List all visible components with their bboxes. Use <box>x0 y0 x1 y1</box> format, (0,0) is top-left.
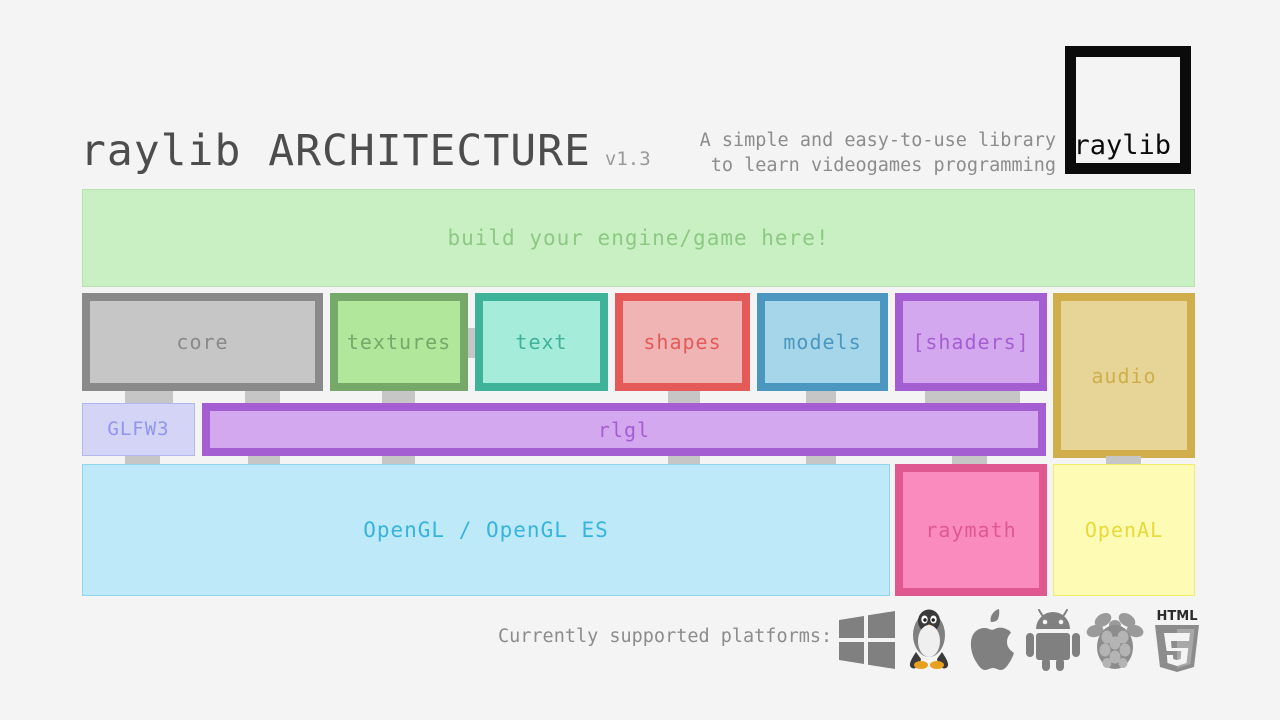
connector-tab <box>245 391 280 405</box>
block-openal-label: OpenAL <box>1084 518 1164 542</box>
version-label: v1.3 <box>604 148 651 170</box>
module-text: text <box>475 293 608 391</box>
connector-tab <box>925 391 1020 405</box>
module-models: models <box>757 293 888 391</box>
supported-platforms-label: Currently supported platforms: <box>498 626 833 647</box>
block-opengl: OpenGL / OpenGL ES <box>82 464 890 596</box>
banner-label: build your engine/game here! <box>447 225 830 250</box>
block-raymath: raymath <box>895 464 1047 596</box>
connector-tab <box>668 391 700 405</box>
module-shapes-label: shapes <box>643 330 722 354</box>
raylib-logo: raylib <box>1065 46 1191 174</box>
module-core-label: core <box>176 330 229 354</box>
raspberry-pi-icon <box>1084 604 1146 676</box>
module-text-label: text <box>515 330 568 354</box>
block-rlgl-label: rlgl <box>597 417 651 442</box>
block-opengl-label: OpenGL / OpenGL ES <box>363 517 609 542</box>
tagline: A simple and easy-to-use library to lear… <box>700 128 1056 178</box>
apple-icon <box>960 604 1022 676</box>
module-audio-label: audio <box>1091 363 1157 388</box>
module-shaders-label: [shaders] <box>912 330 1030 354</box>
module-core: core <box>82 293 323 391</box>
platform-icon-list: HTML <box>836 604 1208 676</box>
block-glfw3: GLFW3 <box>82 403 195 456</box>
html5-icon: HTML <box>1146 604 1208 676</box>
windows-icon <box>836 604 898 676</box>
logo-label: raylib <box>1073 130 1171 161</box>
build-your-engine-banner: build your engine/game here! <box>82 189 1195 287</box>
block-openal: OpenAL <box>1053 464 1195 596</box>
module-shaders: [shaders] <box>895 293 1047 391</box>
connector-tab <box>806 391 836 405</box>
module-textures: textures <box>330 293 468 391</box>
connector-tab <box>125 391 173 405</box>
title-text: raylib ARCHITECTURE <box>80 126 591 176</box>
tagline-line-1: A simple and easy-to-use library <box>699 130 1056 151</box>
module-audio: audio <box>1053 293 1195 458</box>
module-shapes: shapes <box>615 293 750 391</box>
linux-penguin-icon <box>898 604 960 676</box>
block-raymath-label: raymath <box>925 518 1017 542</box>
svg-text:HTML: HTML <box>1157 609 1198 624</box>
connector-tab <box>382 391 415 405</box>
android-icon <box>1022 604 1084 676</box>
block-glfw3-label: GLFW3 <box>107 418 170 440</box>
module-models-label: models <box>783 330 862 354</box>
module-textures-label: textures <box>346 330 452 354</box>
connector-textures-text <box>468 328 476 358</box>
block-rlgl: rlgl <box>202 403 1046 456</box>
tagline-line-2: to learn videogames programming <box>710 155 1056 176</box>
